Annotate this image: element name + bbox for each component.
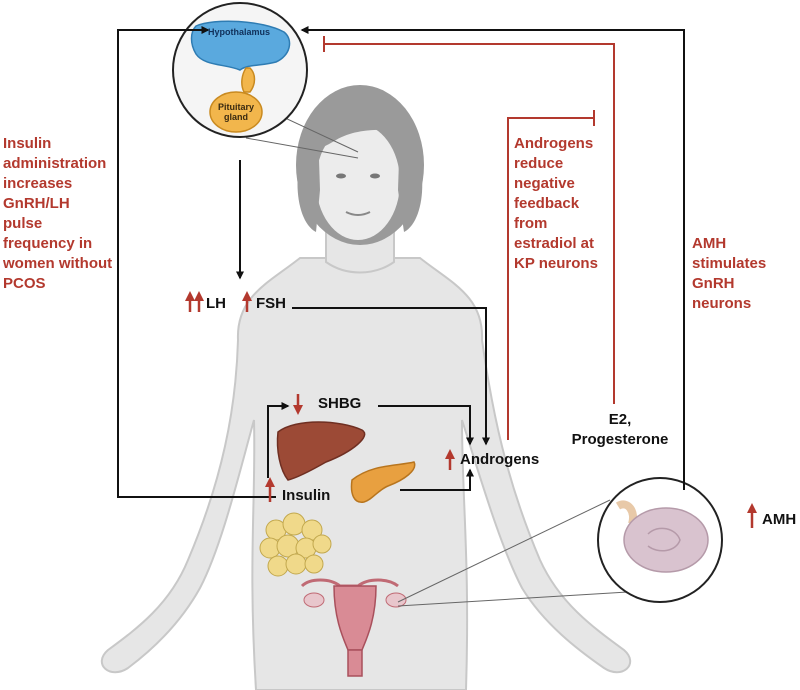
pituitary-label: Pituitary gland xyxy=(217,102,254,122)
hypothalamus-label: Hypothalamus xyxy=(207,27,270,37)
red-direction-arrows xyxy=(185,291,757,528)
adipose-tissue xyxy=(259,512,332,577)
ovary-callout xyxy=(397,477,723,607)
red-feedback-lines xyxy=(323,36,615,440)
arrow-insulin-to-hypothalamus xyxy=(117,26,276,498)
hair-left-side xyxy=(297,130,320,232)
ovary-shape xyxy=(623,507,709,573)
insulin-effect-annotation: Insulin administration increases GnRH/LH… xyxy=(3,135,113,292)
hair-right-side xyxy=(398,130,423,232)
arrow-fsh-to-androgens xyxy=(292,307,490,446)
hypothalamus-shape xyxy=(190,20,291,71)
amh-effect-annotation: AMH stimulates GnRH neurons xyxy=(692,235,767,312)
brain-callout xyxy=(172,2,359,159)
insulin-label: Insulin xyxy=(282,487,331,504)
hair-fringe xyxy=(312,116,404,150)
inhibit-androgens-feedback xyxy=(507,117,594,440)
arrow-shbg-to-androgens xyxy=(378,405,474,446)
androgens-label: Androgens xyxy=(460,451,540,468)
pituitary-stalk xyxy=(241,67,256,93)
liver xyxy=(276,421,366,481)
black-arrows xyxy=(117,26,685,498)
e2-progesterone-label: E2, Progesterone xyxy=(571,411,669,448)
inhibit-e2-to-hypothalamus xyxy=(324,43,615,404)
arrow-amh-to-hypothalamus xyxy=(300,26,685,490)
uterus-and-ovaries xyxy=(300,578,407,677)
pituitary-shape xyxy=(209,91,263,133)
lh-label: LH xyxy=(206,295,226,312)
amh-label: AMH xyxy=(762,511,797,528)
pancreas xyxy=(350,461,416,503)
androgen-effect-annotation: Androgens reduce negative feedback from … xyxy=(514,135,598,272)
shbg-label: SHBG xyxy=(318,395,362,412)
face xyxy=(316,124,400,240)
arrow-insulin-to-shbg xyxy=(267,402,290,478)
face-features xyxy=(336,173,380,216)
arrow-pancreas-to-androgens xyxy=(400,468,474,491)
fsh-label: FSH xyxy=(256,295,286,312)
